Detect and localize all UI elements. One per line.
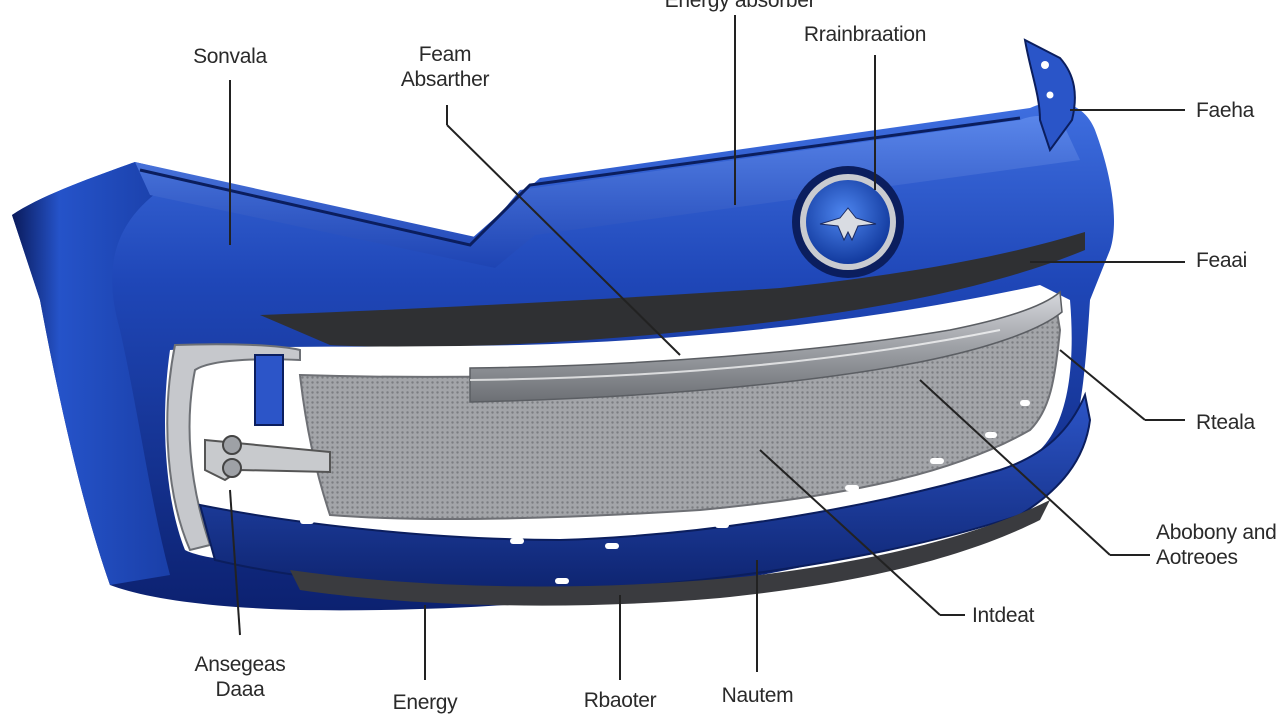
label-ansegeas: Ansegeas Daaa <box>180 652 300 702</box>
upper-shadow-band <box>260 232 1085 347</box>
fog-rim <box>166 343 301 552</box>
tab-hole <box>1046 91 1054 99</box>
label-intdeat: Intdeat <box>972 604 1035 627</box>
left-side-panel <box>12 162 170 585</box>
label-reinforcement: Rrainbraation <box>803 23 927 46</box>
top-edge-strip <box>135 115 1080 268</box>
skid-plate <box>290 500 1050 606</box>
label-feaai: Feaai <box>1196 249 1248 272</box>
eagle-emblem-icon <box>792 166 904 278</box>
label-energy-bottom: Energy <box>392 691 458 714</box>
label-abobony-line1: Abobony and <box>1156 521 1277 544</box>
label-abobony: Abobony and Aotreoes <box>1156 520 1277 570</box>
label-nautem: Nautem <box>721 684 794 707</box>
bracket-post <box>254 354 284 426</box>
label-foam-absorber-line2: Absarther <box>400 68 490 91</box>
bracket-bolt <box>222 458 242 478</box>
label-sonvala: Sonvala <box>193 45 267 68</box>
label-ansegeas-line2: Daaa <box>215 678 265 701</box>
tab-hole <box>1041 61 1049 69</box>
top-edge-line <box>139 116 1021 247</box>
leader-lines <box>229 15 1185 680</box>
label-ansegeas-line1: Ansegeas <box>194 653 286 676</box>
clip-dots <box>300 400 1030 584</box>
label-abobony-line2: Aotreoes <box>1156 546 1238 569</box>
label-energy-absorber-top: Energy absorber <box>664 0 816 12</box>
reinforcement-bar-top <box>469 329 1001 381</box>
label-foam-absorber: Feam Absarther <box>380 42 510 92</box>
label-rteala: Rteala <box>1196 411 1255 434</box>
label-rbaoter: Rbaoter <box>583 689 657 712</box>
label-foam-absorber-line1: Feam <box>418 43 472 66</box>
reinforcement-bar <box>469 290 1063 403</box>
bracket-bolt <box>222 435 242 455</box>
label-faeha: Faeha <box>1196 99 1255 122</box>
